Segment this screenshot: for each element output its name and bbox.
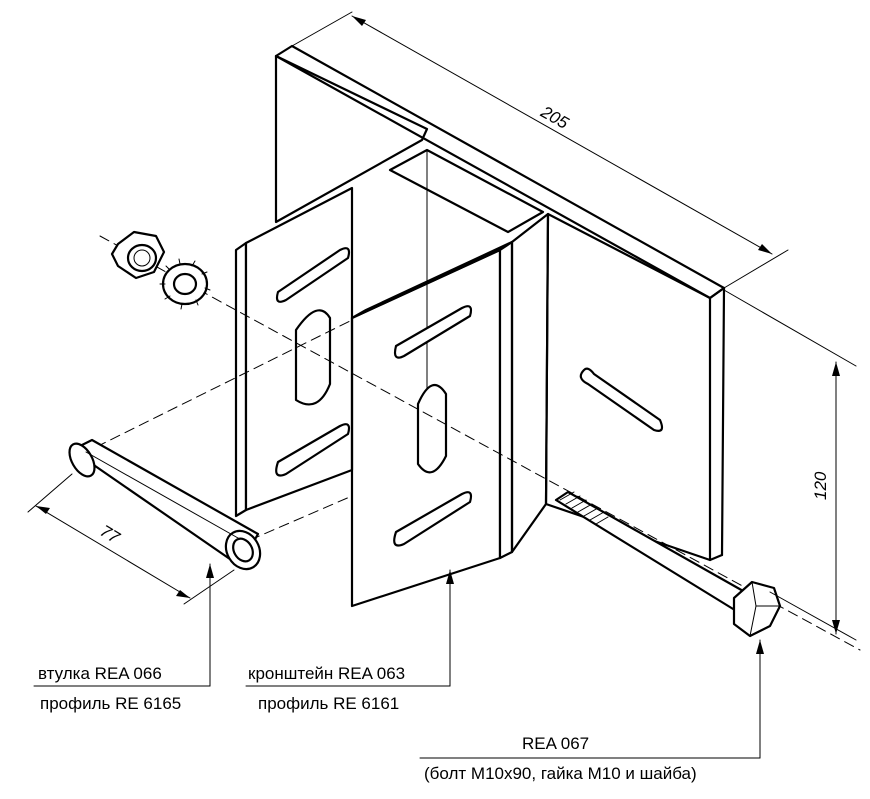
left-plate-slot-top [275,247,351,303]
bracket-profile-label: профиль RE 6161 [258,694,400,713]
front-plate-slot-middle [416,384,448,474]
front-bracket-plate [350,212,664,608]
dimension-205-label: 205 [537,102,572,133]
bracket-name-label: кронштейн REA 063 [248,664,406,683]
front-plate-slot-top [393,305,473,359]
back-wall-slot [579,367,664,432]
leader-bracket [245,569,454,687]
center-lines [81,235,861,651]
inner-bracket [234,148,545,518]
dimension-120-label: 120 [811,471,830,500]
dimension-77 [27,473,235,605]
bolt-name-label: REA 067 [522,734,590,753]
lock-washer [159,258,211,310]
bolt-detail-label: (болт М10х90, гайка М10 и шайба) [424,764,697,783]
sleeve [68,438,262,571]
left-plate-slot-bottom [275,423,351,477]
left-plate-slot-middle [294,309,332,406]
sleeve-profile-label: профиль RE 6165 [40,694,182,713]
sleeve-name-label: втулка REA 066 [38,664,162,683]
nut [110,230,166,280]
leader-bolt [419,639,764,759]
front-plate-slot-bottom [393,491,473,547]
dimension-205 [291,11,789,289]
bolt [554,490,782,638]
leader-sleeve [33,563,214,687]
back-wall-plate [274,44,726,562]
dimension-120 [723,289,857,641]
dimension-77-label: 77 [97,521,123,547]
